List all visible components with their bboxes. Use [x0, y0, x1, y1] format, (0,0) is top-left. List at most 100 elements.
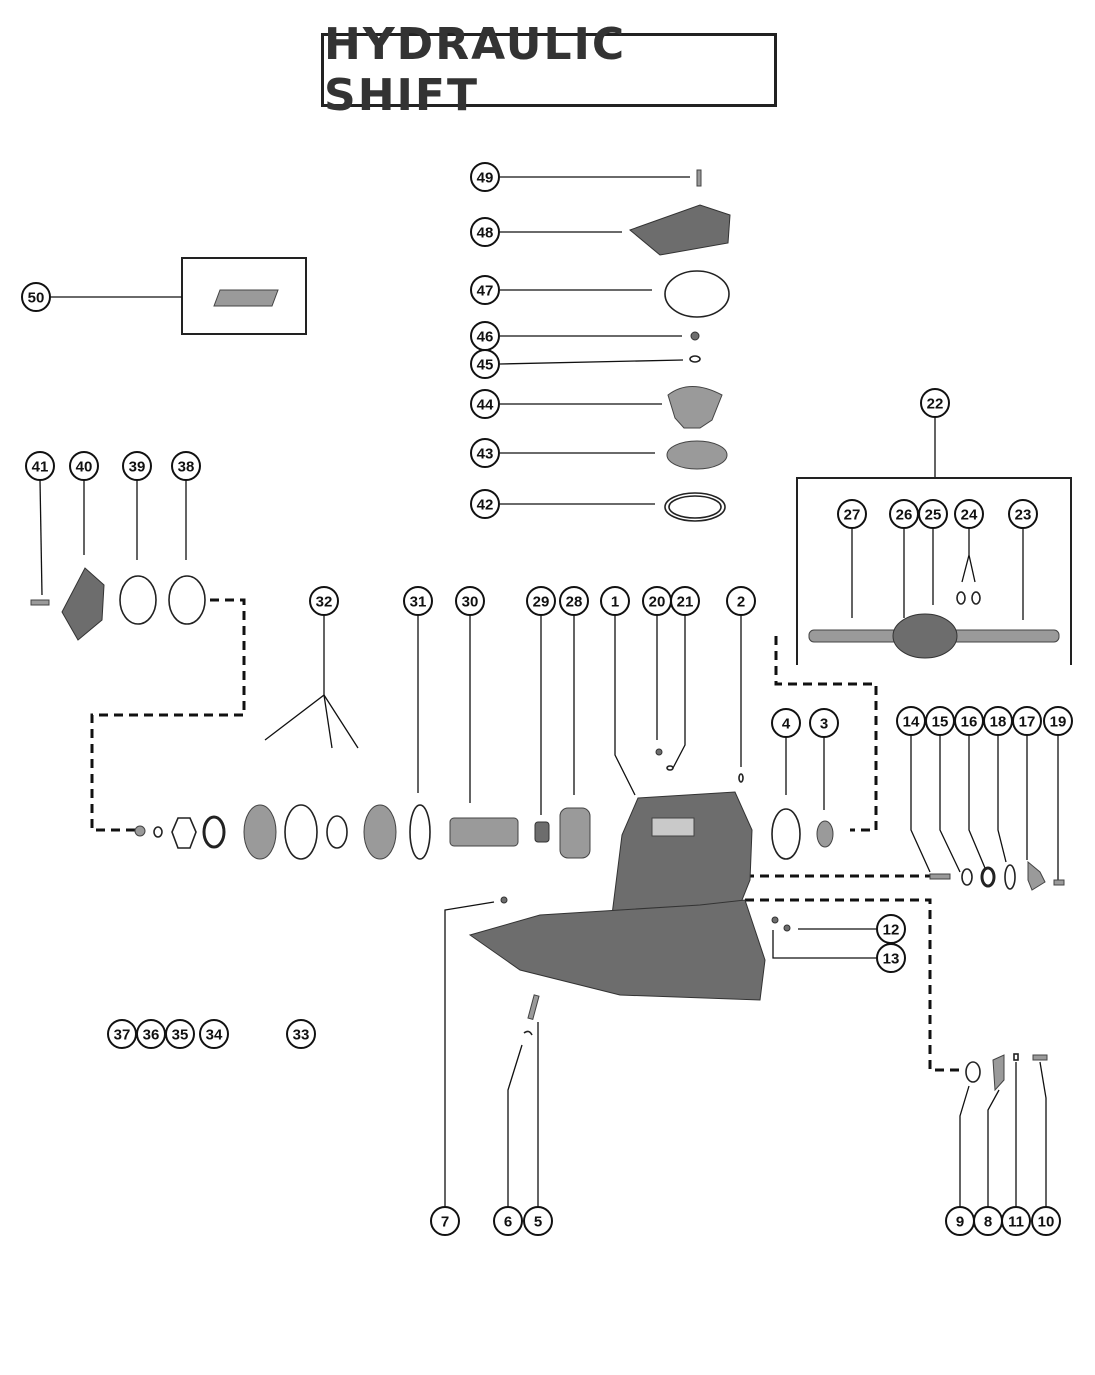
part-29-nut: [534, 821, 550, 843]
callout-circle: [1031, 1206, 1061, 1236]
callout-circle: [889, 499, 919, 529]
callout-19: 19: [1043, 706, 1073, 736]
leader-1: [614, 615, 636, 796]
callout-25: 25: [918, 499, 948, 529]
part-47-oring: [664, 270, 730, 318]
callout-28: 28: [559, 586, 589, 616]
callout-number: 12: [883, 922, 900, 939]
part-32-bearing-b: [363, 804, 397, 860]
callout-35: 35: [165, 1019, 195, 1049]
callout-number: 4: [782, 716, 791, 733]
callout-number: 41: [32, 459, 49, 476]
callout-9: 9: [945, 1206, 975, 1236]
callout-circle: [25, 451, 55, 481]
part-36-washer: [153, 826, 163, 838]
callout-circle: [107, 1019, 137, 1049]
callout-number: 7: [441, 1214, 449, 1231]
callout-number: 11: [1008, 1214, 1024, 1231]
part-42-race-inner: [668, 495, 722, 519]
callout-32: 32: [309, 586, 339, 616]
callout-number: 37: [114, 1027, 131, 1044]
callout-number: 14: [903, 714, 920, 731]
callout-number: 35: [172, 1027, 189, 1044]
part-4-oring: [771, 808, 801, 860]
callout-circle: [286, 1019, 316, 1049]
callout-number: 19: [1050, 714, 1067, 731]
callout-47: 47: [470, 275, 500, 305]
callout-circle: [470, 438, 500, 468]
callout-circle: [21, 282, 51, 312]
callout-circle: [771, 708, 801, 738]
callout-circle: [171, 451, 201, 481]
callout-circle: [876, 943, 906, 973]
part-48-cover: [629, 204, 731, 256]
callout-number: 17: [1019, 714, 1036, 731]
callout-number: 5: [534, 1214, 542, 1231]
part-16-oring: [980, 866, 996, 888]
part-31-oring: [409, 804, 431, 860]
callout-number: 40: [76, 459, 93, 476]
part-8-fitting: [992, 1054, 1005, 1092]
callout-number: 25: [925, 507, 942, 524]
callout-circle: [470, 489, 500, 519]
callout-number: 13: [883, 951, 900, 968]
callout-circle: [470, 321, 500, 351]
callout-2: 2: [726, 586, 756, 616]
callout-7: 7: [430, 1206, 460, 1236]
callout-46: 46: [470, 321, 500, 351]
leader-32b: [323, 694, 333, 749]
part-45-washer: [689, 355, 701, 363]
callout-5: 5: [523, 1206, 553, 1236]
leader-10: [1039, 1061, 1047, 1207]
callout-31: 31: [403, 586, 433, 616]
callout-29: 29: [526, 586, 556, 616]
leader-16: [968, 735, 986, 869]
part-12-screw: [771, 916, 779, 924]
leader-6: [507, 1044, 523, 1207]
part-17-housing: [1027, 860, 1046, 891]
leader-41: [39, 479, 43, 596]
callout-number: 39: [129, 459, 146, 476]
part-40-cover: [61, 567, 105, 641]
callout-14: 14: [896, 706, 926, 736]
part-42-race: [664, 492, 726, 522]
part-25-26-clutch: [892, 613, 958, 659]
callout-42: 42: [470, 489, 500, 519]
part-5-stud: [527, 994, 540, 1020]
leader-24: [961, 528, 976, 583]
callout-circle: [670, 586, 700, 616]
callout-45: 45: [470, 349, 500, 379]
callout-10: 10: [1031, 1206, 1061, 1236]
callout-circle: [470, 389, 500, 419]
part-10-screw: [1032, 1054, 1048, 1061]
part-21-washer: [666, 765, 674, 771]
part-35-nut: [171, 817, 197, 849]
part-46-nut: [690, 331, 700, 341]
callout-circle: [1043, 706, 1073, 736]
callout-26: 26: [889, 499, 919, 529]
part-43-bearing: [666, 440, 728, 470]
dashed-path-right: [774, 636, 878, 832]
callout-number: 3: [820, 716, 828, 733]
callout-number: 21: [677, 594, 694, 611]
callout-circle: [837, 499, 867, 529]
callout-number: 29: [533, 594, 550, 611]
callout-16: 16: [954, 706, 984, 736]
leader-21: [672, 615, 686, 769]
callout-number: 30: [462, 594, 479, 611]
callout-48: 48: [470, 217, 500, 247]
dashed-path-lower: [745, 898, 965, 1072]
callout-circle: [470, 275, 500, 305]
callout-22: 22: [920, 388, 950, 418]
callout-15: 15: [925, 706, 955, 736]
callout-number: 16: [961, 714, 978, 731]
callout-33: 33: [286, 1019, 316, 1049]
callout-number: 42: [477, 497, 494, 514]
callout-number: 27: [844, 507, 861, 524]
callout-circle: [470, 217, 500, 247]
callout-1: 1: [600, 586, 630, 616]
leader-18: [997, 735, 1007, 863]
part-30-pinion: [449, 817, 519, 847]
part-18-ring: [1004, 864, 1016, 890]
callout-number: 45: [477, 357, 494, 374]
